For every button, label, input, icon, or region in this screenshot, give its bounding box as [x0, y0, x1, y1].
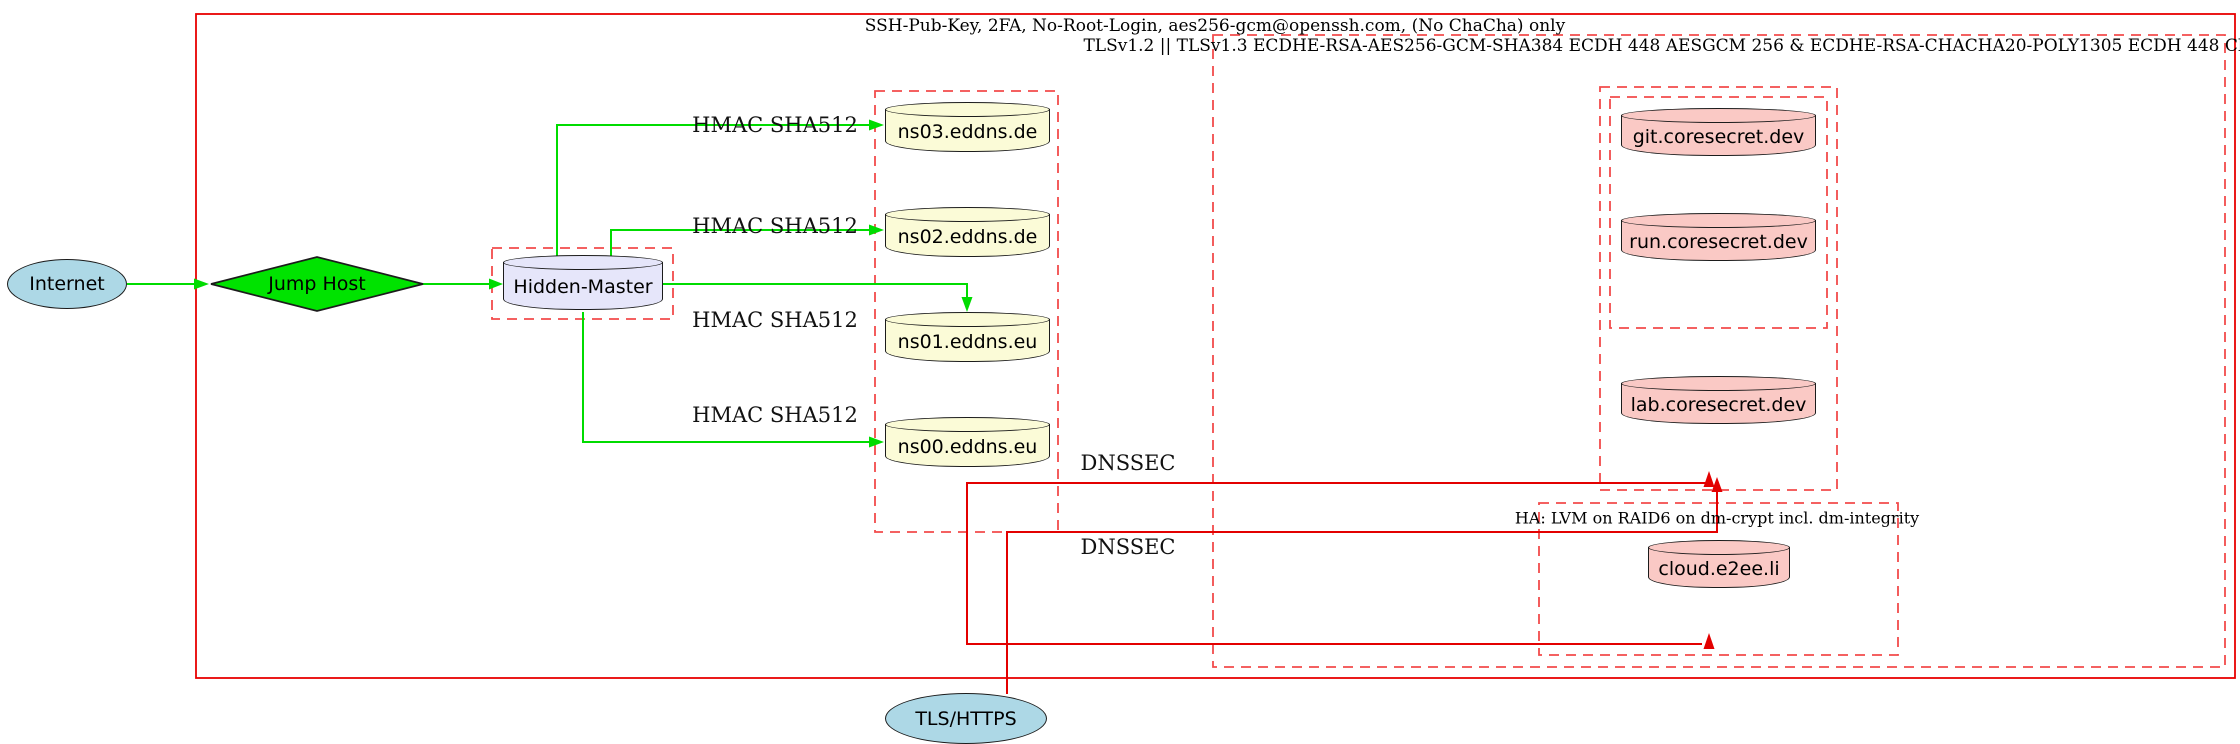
ssh-cluster-border — [195, 13, 2236, 679]
ssh-cluster-label: SSH-Pub-Key, 2FA, No-Root-Login, aes256-… — [864, 16, 1566, 36]
green-arrowheads — [194, 119, 973, 448]
coresecret-inner-cluster-border — [1609, 96, 1828, 329]
edge-hiddenmaster-ns03 — [556, 124, 870, 262]
node-lab: lab.coresecret.dev — [1621, 376, 1816, 424]
arrowhead-ns03 — [869, 119, 884, 131]
node-ns03: ns03.eddns.de — [885, 102, 1050, 152]
arrowhead-ns00 — [869, 436, 884, 448]
red-arrowheads — [1703, 471, 1723, 649]
red-edges — [966, 482, 1718, 694]
node-ns01: ns01.eddns.eu — [885, 312, 1050, 362]
cylinder-top — [1648, 540, 1790, 555]
node-ns01-label: ns01.eddns.eu — [897, 330, 1038, 353]
node-run: run.coresecret.dev — [1621, 213, 1816, 261]
cylinder-top — [885, 102, 1050, 117]
edge-label-dnssec-1: DNSSEC — [1080, 451, 1176, 475]
node-hidden-master-label: Hidden-Master — [513, 276, 653, 298]
node-lab-label: lab.coresecret.dev — [1630, 393, 1807, 416]
node-tls-https: TLS/HTTPS — [885, 693, 1047, 744]
edge-tls-coresecret-b — [1006, 490, 1718, 694]
cylinder-top — [885, 417, 1050, 432]
node-ns02-label: ns02.eddns.de — [897, 225, 1038, 248]
cylinder-top — [885, 312, 1050, 327]
node-tls-https-label: TLS/HTTPS — [915, 707, 1017, 730]
node-internet: Internet — [7, 259, 127, 309]
jump-host-diamond — [210, 256, 424, 312]
edge-label-hmac-ns00: HMAC SHA512 — [692, 403, 858, 427]
coresecret-outer-cluster-border — [1599, 86, 1838, 491]
arrowhead-coresecret-a — [1703, 471, 1715, 487]
cylinder-top — [885, 207, 1050, 222]
node-cloud-label: cloud.e2ee.li — [1658, 557, 1780, 580]
arrowhead-coresecret-b — [1711, 477, 1723, 492]
node-ns00-label: ns00.eddns.eu — [897, 435, 1038, 458]
cylinder-top — [503, 255, 663, 270]
edge-hiddenmaster-ns00 — [582, 312, 870, 443]
arrowhead-ns02 — [869, 224, 884, 236]
node-ns00: ns00.eddns.eu — [885, 417, 1050, 467]
edge-hiddenmaster-ns02 — [610, 229, 870, 262]
edge-hiddenmaster-ns01 — [663, 283, 968, 298]
cylinder-top — [1621, 108, 1816, 123]
node-hidden-master: Hidden-Master — [503, 255, 663, 310]
green-edges — [127, 124, 968, 443]
node-run-label: run.coresecret.dev — [1629, 230, 1808, 253]
tls-cluster-border — [1212, 34, 2226, 668]
edge-label-hmac-ns02: HMAC SHA512 — [692, 214, 858, 238]
node-ns03-label: ns03.eddns.de — [897, 120, 1038, 143]
arrowhead-ns01 — [961, 297, 973, 312]
arrowhead-jumphost — [194, 278, 209, 290]
edge-label-hmac-ns01: HMAC SHA512 — [692, 308, 858, 332]
tls-cluster-label: TLSv1.2 || TLSv1.3 ECDHE-RSA-AES256-GCM-… — [1083, 36, 2240, 56]
node-jump-host-label: Jump Host — [268, 273, 366, 295]
edge-tls-coresecret-a — [966, 482, 1708, 645]
edge-label-hmac-ns03: HMAC SHA512 — [692, 113, 858, 137]
edge-label-dnssec-2: DNSSEC — [1080, 535, 1176, 559]
ha-cluster-border — [1538, 502, 1899, 656]
node-cloud: cloud.e2ee.li — [1648, 540, 1790, 588]
cylinder-top — [1621, 213, 1816, 228]
arrowhead-hiddenmaster — [489, 278, 503, 290]
node-internet-label: Internet — [29, 273, 105, 295]
ha-cluster-label: HA: LVM on RAID6 on dm-crypt incl. dm-in… — [1514, 508, 1920, 528]
node-ns02: ns02.eddns.de — [885, 207, 1050, 257]
node-git-label: git.coresecret.dev — [1632, 125, 1805, 148]
node-git: git.coresecret.dev — [1621, 108, 1816, 156]
arrowhead-ha — [1703, 633, 1715, 649]
cylinder-body — [503, 262, 663, 310]
cylinder-top — [1621, 376, 1816, 391]
